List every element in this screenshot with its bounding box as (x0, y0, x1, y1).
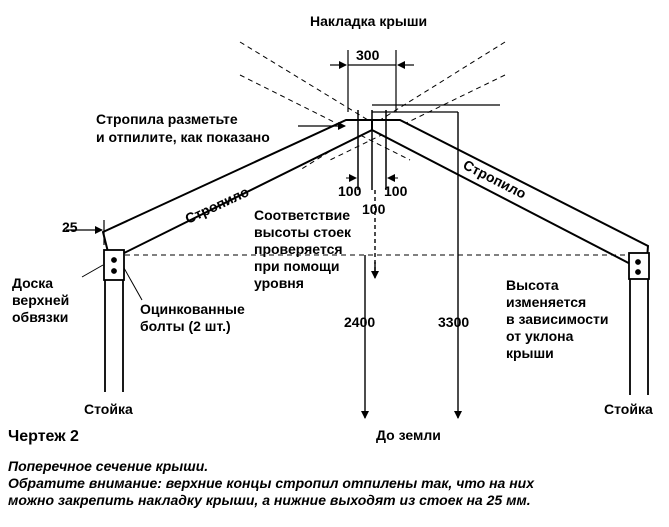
roof-cap-width-label: 300 (356, 47, 380, 63)
caption-line-2: Обратите внимание: верхние концы стропил… (8, 475, 535, 491)
height-varies-label-3: в зависимости (506, 311, 608, 327)
bolts-leader (123, 267, 143, 301)
overhang-dimension (66, 220, 105, 245)
height-varies-label-5: крыши (506, 345, 554, 361)
figure-title: Чертеж 2 (8, 428, 79, 445)
ridge-cut-lines (357, 110, 387, 190)
height-varies-label-4: от уклона (506, 328, 574, 344)
right-post (628, 252, 650, 395)
bolts-label-2: болты (2 шт.) (140, 318, 231, 334)
right-rafter (371, 119, 650, 274)
roof-cap-label: Накладка крыши (310, 13, 427, 29)
ground-height-arrows (361, 112, 462, 419)
top-plate-label-3: обвязки (12, 309, 68, 325)
caption-line-1: Поперечное сечение крыши. (8, 458, 209, 474)
top-plate-leader (81, 264, 104, 278)
to-ground-label: До земли (376, 427, 441, 443)
top-plate-label-2: верхней (12, 292, 69, 308)
overhang-label: 25 (62, 219, 78, 235)
mark-rafters-label-1: Стропила разметьте (96, 111, 238, 127)
top-plate-label-1: Доска (12, 275, 53, 291)
mark-rafters-label-2: и отпилите, как показано (96, 129, 270, 145)
ridge-offset-left-label: 100 (338, 183, 362, 199)
left-post-label: Стойка (84, 401, 133, 417)
height-varies-label-2: изменяется (506, 294, 586, 310)
ridge-offset-right-label: 100 (384, 183, 408, 199)
ridge-offset-mid-label: 100 (362, 201, 386, 217)
right-post-label: Стойка (604, 401, 653, 417)
level-check-label-2: высоты стоек (254, 224, 352, 240)
height-varies-label-1: Высота (506, 277, 559, 293)
level-check-label-3: проверяется (254, 241, 343, 257)
level-check-label-4: при помощи (254, 258, 339, 274)
height-2400-label: 2400 (344, 314, 375, 330)
level-check-label-1: Соответствие (254, 207, 350, 223)
bolts-label-1: Оцинкованные (140, 301, 245, 317)
roof-cap-dimension (330, 50, 500, 113)
left-post (103, 249, 125, 392)
height-3300-label: 3300 (438, 314, 469, 330)
level-check-label-5: уровня (254, 275, 304, 291)
caption-line-3: можно закрепить накладку крыши, а нижние… (8, 492, 531, 508)
